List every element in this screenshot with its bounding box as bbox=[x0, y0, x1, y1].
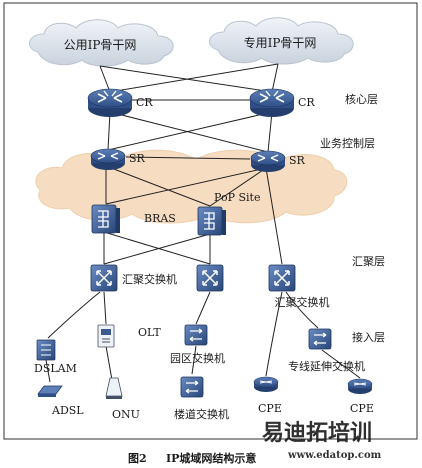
cr-left-label: CR bbox=[136, 96, 153, 109]
switch-icon bbox=[196, 264, 224, 292]
corridor-switch bbox=[180, 376, 204, 398]
layer-aggregation-label: 汇聚层 bbox=[352, 255, 385, 268]
agg-switch-left-label: 汇聚交换机 bbox=[122, 272, 177, 286]
cpe-right bbox=[347, 378, 373, 395]
sr-router-left bbox=[90, 148, 126, 171]
switch-icon bbox=[180, 376, 204, 398]
layer-access-label: 接入层 bbox=[352, 331, 385, 344]
cr-right-label: CR bbox=[298, 96, 315, 109]
sr-left-label: SR bbox=[129, 152, 146, 165]
dedicated-extension-switch bbox=[308, 328, 332, 350]
modem-icon bbox=[37, 385, 63, 395]
adsl-modem bbox=[37, 385, 63, 397]
bras-icon bbox=[91, 204, 121, 234]
switch-icon bbox=[184, 324, 208, 346]
private-ip-backbone-cloud: 专用IP骨干网 bbox=[209, 17, 354, 65]
olt-device bbox=[97, 324, 115, 348]
onu-icon bbox=[105, 377, 123, 397]
dedicated-ext-switch-label: 专线延伸交换机 bbox=[288, 359, 365, 373]
figure-number: 图2 bbox=[128, 452, 147, 465]
router-icon bbox=[253, 376, 279, 393]
switch-icon bbox=[90, 264, 118, 292]
corridor-switch-label: 楼道交换机 bbox=[174, 407, 229, 421]
bras-label: BRAS bbox=[144, 212, 176, 225]
switch-icon bbox=[308, 328, 332, 350]
campus-switch bbox=[184, 324, 208, 346]
layer-service-control-label: 业务控制层 bbox=[320, 136, 375, 150]
bras-device-left bbox=[91, 204, 121, 234]
campus-switch-label: 园区交换机 bbox=[170, 351, 225, 365]
cpe-left bbox=[253, 376, 279, 393]
agg-switch-right-label: 汇聚交换机 bbox=[275, 295, 330, 309]
public-ip-backbone-label: 公用IP骨干网 bbox=[64, 38, 137, 52]
adsl-label: ADSL bbox=[51, 404, 84, 417]
watermark-logo: 易迪拓培训 www.edatop.com bbox=[262, 420, 382, 461]
olt-label: OLT bbox=[138, 326, 161, 339]
bras-icon bbox=[197, 206, 227, 236]
sr-router-right bbox=[250, 150, 286, 173]
router-icon bbox=[347, 378, 373, 395]
aggregation-switch-middle bbox=[196, 264, 224, 292]
onu-device bbox=[105, 377, 123, 399]
router-icon bbox=[90, 148, 126, 171]
private-ip-backbone-label: 专用IP骨干网 bbox=[244, 35, 317, 50]
dslam-label: DSLAM bbox=[34, 362, 77, 375]
figure-frame bbox=[3, 2, 418, 440]
watermark-brand: 易迪拓培训 bbox=[262, 420, 372, 446]
cpe-left-label: CPE bbox=[258, 402, 282, 415]
dslam-device bbox=[36, 339, 56, 361]
public-ip-backbone-cloud: 公用IP骨干网 bbox=[29, 19, 174, 67]
cpe-right-label: CPE bbox=[350, 402, 374, 415]
router-icon bbox=[249, 88, 295, 118]
watermark-url: www.edatop.com bbox=[287, 450, 382, 461]
cr-router-left bbox=[87, 88, 133, 118]
olt-icon bbox=[97, 324, 115, 348]
switch-icon bbox=[268, 264, 296, 292]
sr-right-label: SR bbox=[289, 154, 306, 167]
network-links bbox=[45, 63, 361, 383]
onu-label: ONU bbox=[112, 408, 140, 421]
router-icon bbox=[87, 88, 133, 118]
figure-title: IP城域网结构示意 bbox=[166, 451, 256, 465]
pop-site-label: PoP Site bbox=[214, 191, 260, 204]
aggregation-switch-right bbox=[268, 264, 296, 292]
cr-router-right bbox=[249, 88, 295, 118]
router-icon bbox=[250, 150, 286, 173]
bras-device-right bbox=[197, 206, 227, 236]
layer-core-label: 核心层 bbox=[345, 92, 378, 106]
aggregation-switch-left bbox=[90, 264, 118, 292]
